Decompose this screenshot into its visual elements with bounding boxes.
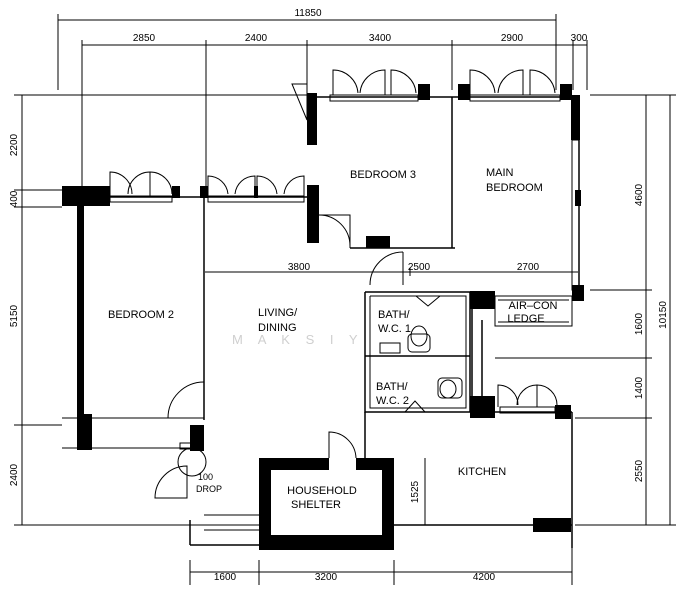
windows xyxy=(109,83,580,414)
watermark: M A K S I Y xyxy=(232,332,364,347)
dim-right-1: 4600 xyxy=(634,183,645,206)
dim-right-4: 2550 xyxy=(634,459,645,482)
dim-right-2: 1600 xyxy=(634,312,645,335)
label-living-line1: LIVING/ xyxy=(258,307,298,319)
label-bedroom-3: BEDROOM 3 xyxy=(350,169,416,181)
dim-top-2: 2400 xyxy=(245,33,268,44)
dim-left-2: 400 xyxy=(9,190,20,207)
label-bedroom-2: BEDROOM 2 xyxy=(108,309,174,321)
dim-left-1: 2200 xyxy=(9,133,20,156)
dim-bottom-1: 1600 xyxy=(214,572,237,583)
dim-kitchen-depth: 1525 xyxy=(410,480,421,503)
label-aircon-line2: LEDGE xyxy=(507,313,544,325)
label-refuse-line1: 100 xyxy=(198,472,213,482)
door-swings xyxy=(109,69,558,499)
dim-right-3: 1400 xyxy=(634,376,645,399)
fixtures xyxy=(179,325,463,450)
label-bath1-line2: W.C. 1 xyxy=(378,323,411,335)
label-bath2-line1: BATH/ xyxy=(376,381,409,393)
label-main-bedroom-line1: MAIN xyxy=(486,167,514,179)
label-living-line2: DINING xyxy=(258,322,297,334)
label-refuse-line2: DROP xyxy=(196,484,222,494)
dim-top-3: 3400 xyxy=(369,33,392,44)
dim-left-4: 2400 xyxy=(9,463,20,486)
label-shelter-line1: HOUSEHOLD xyxy=(287,485,357,497)
label-bath1-line1: BATH/ xyxy=(378,309,411,321)
dim-top-4: 2900 xyxy=(501,33,524,44)
dim-left-3: 5150 xyxy=(9,304,20,327)
label-main-bedroom-line2: BEDROOM xyxy=(486,182,543,194)
dim-interior-2: 2500 xyxy=(408,262,431,273)
label-bath2-line2: W.C. 2 xyxy=(376,395,409,407)
dim-top-5: 300 xyxy=(571,33,588,44)
dim-bottom-2: 3200 xyxy=(315,572,338,583)
dim-top-1: 2850 xyxy=(133,33,156,44)
dim-interior-3: 2700 xyxy=(517,262,540,273)
dimension-lines xyxy=(14,14,676,585)
dimension-texts: 11850 2850 2400 3400 2900 300 2200 400 5… xyxy=(9,8,669,583)
label-kitchen: KITCHEN xyxy=(458,466,506,478)
dim-top-overall: 11850 xyxy=(294,8,322,19)
dim-bottom-3: 4200 xyxy=(473,572,496,583)
dim-interior-1: 3800 xyxy=(288,262,311,273)
label-aircon-line1: AIR–CON xyxy=(509,300,558,312)
label-shelter-line2: SHELTER xyxy=(291,499,341,511)
dim-right-outer: 10150 xyxy=(658,301,669,329)
room-labels: BEDROOM 3 MAIN BEDROOM BEDROOM 2 LIVING/… xyxy=(108,167,558,511)
